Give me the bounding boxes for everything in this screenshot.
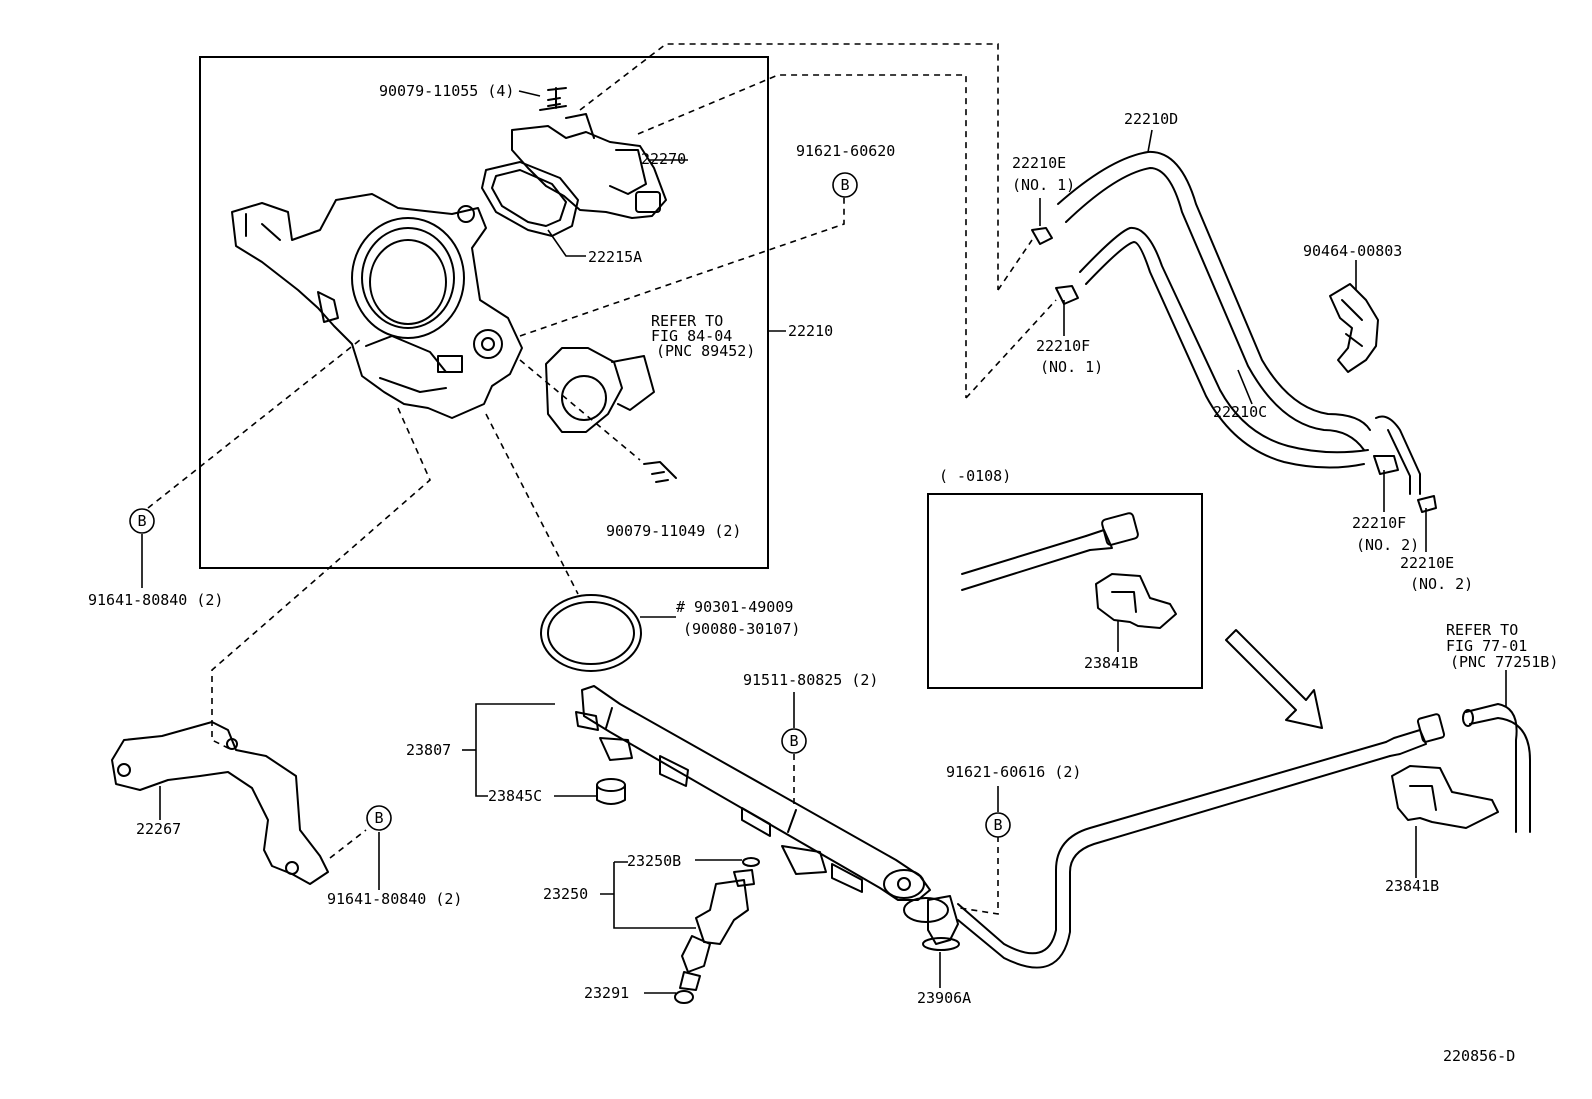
figure-id: 220856-D (1443, 1047, 1515, 1065)
label-22267: 22267 (136, 820, 181, 838)
label-91621-60620: 91621-60620 (796, 142, 895, 160)
throttle-body-assembly-box (199, 56, 769, 569)
label-91641-80840-bottom: 91641-80840 (2) (327, 890, 462, 908)
label-23841B-right: 23841B (1385, 877, 1439, 895)
refer-to-line-1: REFER TO (651, 312, 723, 330)
label-23841B-inset: 23841B (1084, 654, 1138, 672)
clamp-22210F-no1 (1055, 285, 1079, 305)
fuel-rail-23807 (575, 685, 931, 901)
refer-to-77-line-2: FIG 77-01 (1446, 637, 1527, 655)
label-22215A: 22215A (588, 248, 642, 266)
screw-90079-11049 (643, 461, 677, 483)
throttle-position-sensor (545, 347, 655, 433)
label-22210E-no2: 22210E (1400, 554, 1454, 572)
label-22210: 22210 (788, 322, 833, 340)
ref-b-circle-1: B (832, 172, 858, 198)
ref-b-circle-5: B (985, 812, 1011, 838)
clip-90464-00803 (1329, 283, 1379, 373)
screw-90079-11055 (539, 87, 567, 111)
refer-to-77-line-1: REFER TO (1446, 621, 1518, 639)
label-23250B: 23250B (627, 852, 681, 870)
svg-text:B: B (993, 816, 1002, 834)
ref-b-circle-2: B (129, 508, 155, 534)
o-ring-23291 (674, 990, 694, 1004)
bracket-22267 (111, 721, 329, 885)
label-90079-11055: 90079-11055 (4) (379, 82, 514, 100)
label-23906A: 23906A (917, 989, 971, 1007)
direction-arrow (1225, 629, 1323, 729)
label-90301-49009: # 90301-49009 (676, 598, 793, 616)
label-22210D: 22210D (1124, 110, 1178, 128)
label-91621-60616: 91621-60616 (2) (946, 763, 1081, 781)
label-90079-11049: 90079-11049 (2) (606, 522, 741, 540)
svg-text:B: B (137, 512, 146, 530)
hose-22210C (1079, 226, 1421, 495)
inset-box (927, 493, 1203, 689)
inset-header: ( -0108) (939, 467, 1011, 485)
hose-22210D (1057, 150, 1371, 451)
label-91641-80840-left: 91641-80840 (2) (88, 591, 223, 609)
label-22270: 22270 (641, 150, 686, 168)
svg-text:B: B (374, 809, 383, 827)
ref-b-circle-4: B (366, 805, 392, 831)
label-23291: 23291 (584, 984, 629, 1002)
label-23250: 23250 (543, 885, 588, 903)
cap-23845C (596, 778, 626, 805)
label-22210F-no2: 22210F (1352, 514, 1406, 532)
leader-lines (141, 90, 1507, 994)
return-hose (1465, 703, 1518, 833)
label-22210F-no1-sub: (NO. 1) (1040, 358, 1103, 376)
refer-to-77-line-3: (PNC 77251B) (1450, 653, 1558, 671)
refer-to-line-2: FIG 84-04 (651, 327, 732, 345)
fuel-line (957, 741, 1387, 955)
idle-control-valve-22270 (511, 113, 667, 219)
label-91511-80825: 91511-80825 (2) (743, 671, 878, 689)
label-22210E-no1-sub: (NO. 1) (1012, 176, 1075, 194)
clip-23841B-right (1391, 765, 1499, 829)
svg-text:B: B (789, 732, 798, 750)
label-22210C: 22210C (1213, 403, 1267, 421)
refer-to-line-3: (PNC 89452) (656, 342, 755, 360)
clamp-22210F-no2 (1373, 455, 1399, 475)
label-22210E-no1: 22210E (1012, 154, 1066, 172)
throttle-body-drawing (231, 193, 523, 419)
clamp-22210E-no1 (1031, 227, 1053, 245)
label-22210F-no1: 22210F (1036, 337, 1090, 355)
clamp-22210E-no2 (1417, 495, 1437, 513)
label-22210F-no2-sub: (NO. 2) (1356, 536, 1419, 554)
svg-text:B: B (840, 176, 849, 194)
label-90080-30107: (90080-30107) (683, 620, 800, 638)
ref-b-circle-3: B (781, 728, 807, 754)
o-ring-90301-49009 (540, 594, 642, 672)
gasket-22215A (481, 161, 579, 237)
label-23845C: 23845C (488, 787, 542, 805)
pressure-regulator-23906A (903, 895, 960, 951)
label-90464-00803: 90464-00803 (1303, 242, 1402, 260)
label-22210E-no2-sub: (NO. 2) (1410, 575, 1473, 593)
label-23807: 23807 (406, 741, 451, 759)
inset-hose-and-clip (961, 512, 1177, 629)
dashed-reference-lines (147, 43, 1057, 915)
o-ring-23250B (742, 857, 760, 867)
injector-23250 (679, 869, 755, 991)
